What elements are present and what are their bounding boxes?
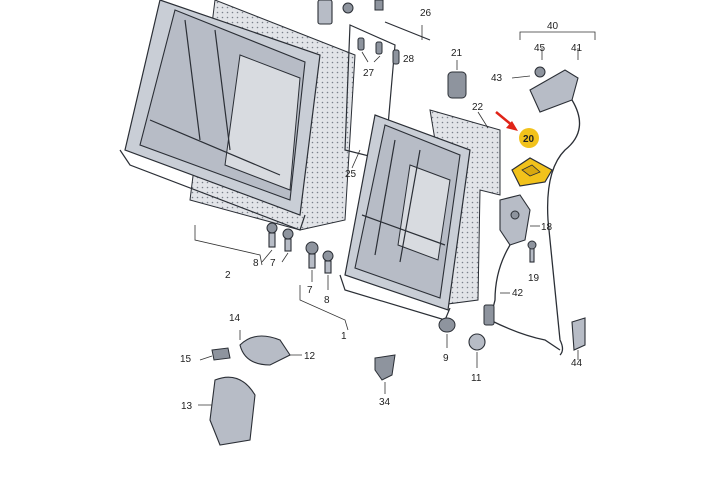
callout-14: 14 — [229, 313, 241, 324]
cap-11 — [468, 333, 486, 368]
callout-2: 2 — [225, 270, 231, 281]
callout-21: 21 — [451, 48, 463, 59]
callout-11: 11 — [471, 373, 482, 384]
screws-mid-7-8 — [305, 241, 334, 290]
left-backrest-frame — [119, 0, 321, 231]
callout-20-badge — [519, 128, 539, 148]
callout-19: 19 — [528, 273, 540, 284]
callout-1: 1 — [341, 331, 347, 342]
right-backrest-frame — [339, 114, 471, 321]
rod-26 — [384, 21, 431, 41]
callout-45: 45 — [534, 43, 546, 54]
callout-34: 34 — [379, 397, 391, 408]
callout-7-left: 7 — [270, 258, 276, 269]
lock-18 — [499, 194, 540, 246]
cable-42 — [483, 244, 561, 351]
callout-25: 25 — [345, 169, 357, 180]
cable-41 — [546, 99, 581, 356]
left-backrest-bracket-2 — [194, 225, 263, 266]
clip-34 — [374, 354, 396, 394]
callout-22: 22 — [472, 102, 484, 113]
callout-13: 13 — [181, 401, 193, 412]
bracket-40-frame — [519, 31, 596, 60]
right-backrest-bracket-1 — [299, 285, 349, 331]
cap-21 — [447, 60, 467, 99]
callout-8-left: 8 — [253, 258, 259, 269]
clips-27-28 — [357, 37, 400, 65]
callout-28: 28 — [403, 54, 415, 65]
callout-7-mid: 7 — [307, 285, 313, 296]
top-small-parts — [317, 0, 384, 25]
callout-44: 44 — [571, 358, 583, 369]
callout-40: 40 — [547, 21, 559, 32]
highlighted-part-20 — [511, 157, 553, 187]
callout-18: 18 — [541, 222, 553, 233]
callout-41: 41 — [571, 43, 583, 54]
red-arrow-indicator — [495, 111, 518, 131]
hinge-assembly-12-13-14-15 — [198, 330, 302, 446]
release-handle-45 — [511, 66, 579, 113]
cap-9 — [438, 317, 456, 348]
callout-8-mid: 8 — [324, 295, 330, 306]
screw-19 — [527, 240, 537, 263]
callout-42: 42 — [512, 288, 524, 299]
screws-left-7-8 — [261, 222, 294, 263]
cover-44 — [571, 317, 586, 360]
callout-20: 20 — [523, 134, 535, 145]
callout-27: 27 — [363, 68, 375, 79]
callout-12: 12 — [304, 351, 316, 362]
callout-15: 15 — [180, 354, 192, 365]
callout-26: 26 — [420, 8, 432, 19]
callout-9: 9 — [443, 353, 449, 364]
callout-43: 43 — [491, 73, 503, 84]
